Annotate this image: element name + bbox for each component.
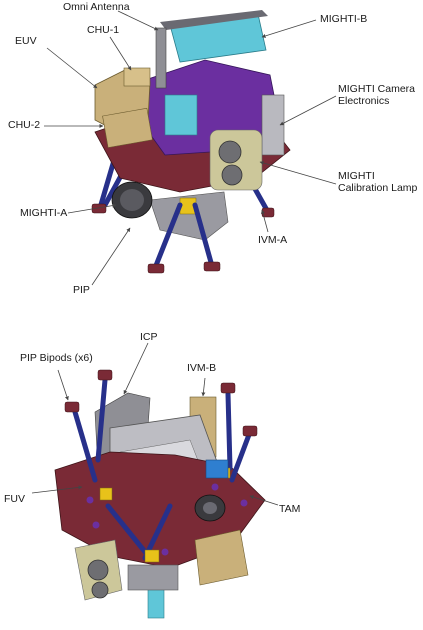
label-ivm-b: IVM-B	[187, 362, 217, 374]
label-chu-2: CHU-2	[8, 119, 41, 131]
label-mighti-calibration-lamp-line2: Calibration Lamp	[338, 182, 418, 194]
label-mighti-calibration-lamp: MIGHTI Calibration Lamp	[338, 170, 417, 194]
mighti-calibration-lamp	[209, 129, 263, 191]
top-payload-assembly	[91, 10, 291, 274]
bottom-payload-assembly	[54, 369, 266, 619]
label-fuv: FUV	[4, 493, 25, 505]
top-strut-feet	[91, 203, 275, 274]
pip-bipod-feet	[64, 369, 258, 437]
mighti-a-telescope	[111, 181, 153, 219]
label-mighti-camera-electronics-line1: MIGHTI Camera	[338, 83, 416, 95]
label-ivm-a: IVM-A	[258, 234, 288, 246]
mighti-cyan-radiator-small	[164, 94, 198, 136]
tam-sensor	[205, 459, 229, 479]
label-tam: TAM	[279, 503, 301, 515]
top-leader-lines	[44, 10, 337, 286]
label-icp: ICP	[140, 331, 158, 343]
label-euv: EUV	[15, 35, 37, 47]
pip-bipods	[72, 377, 253, 561]
deck-bolt-holes	[86, 483, 248, 556]
label-mighti-camera-electronics: MIGHTI Camera Electronics	[338, 83, 415, 107]
label-omni-antenna: Omni Antenna	[63, 1, 130, 13]
label-pip: PIP	[73, 284, 90, 296]
label-mighti-b: MIGHTI-B	[320, 13, 368, 25]
tam-adjacent-gear	[194, 494, 226, 522]
mighti-b-top-frame	[160, 10, 268, 30]
label-mighti-a: MIGHTI-A	[20, 207, 68, 219]
fuv-bottom-unit	[74, 539, 123, 601]
omni-antenna-mast	[155, 27, 167, 89]
chu-1-unit	[123, 67, 151, 87]
label-chu-1: CHU-1	[87, 24, 120, 36]
tan-side-box	[194, 529, 249, 586]
bottom-leader-lines	[31, 342, 279, 506]
label-pip-bipods: PIP Bipods (x6)	[20, 352, 93, 364]
label-mighti-camera-electronics-line2: Electronics	[338, 95, 390, 107]
label-mighti-calibration-lamp-line1: MIGHTI	[338, 170, 375, 182]
chu-2-unit	[102, 107, 153, 148]
bottom-gray-base	[127, 564, 179, 591]
